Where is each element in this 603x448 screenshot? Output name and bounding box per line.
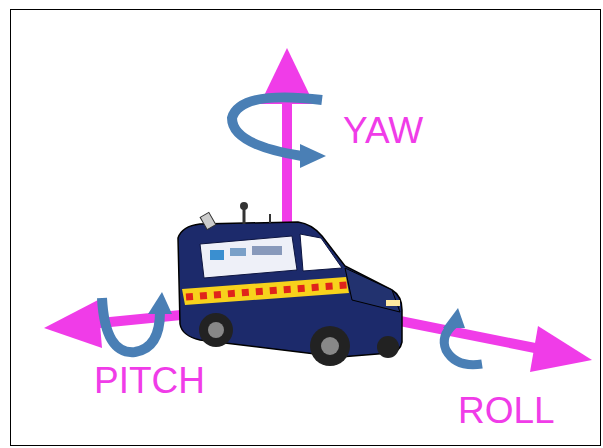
roll-rotation-head: [443, 308, 465, 328]
yaw-rotation-arrow: [232, 97, 322, 156]
axis-label: ROLL: [458, 391, 555, 431]
pitch-rotation-head: [148, 292, 172, 314]
van: [178, 202, 402, 366]
roll-rotation-arrow: [444, 324, 482, 365]
axis-label: YAW: [343, 111, 423, 151]
yaw-rotation-head: [300, 144, 326, 168]
pitch-arrowhead: [44, 300, 102, 348]
pitch-rotation-arrow: [102, 298, 160, 352]
roll-axis: [385, 318, 545, 350]
roll-arrowhead: [530, 326, 592, 372]
axis-label: PITCH: [94, 361, 205, 401]
